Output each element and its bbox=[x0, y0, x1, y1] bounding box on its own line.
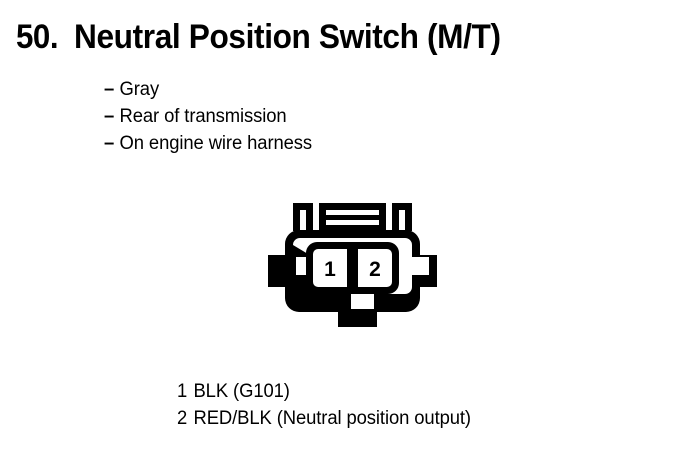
list-item: –Gray bbox=[104, 76, 511, 103]
page-title: 50. Neutral Position Switch (M/T) bbox=[16, 18, 676, 62]
connector-top-latch-icon bbox=[293, 203, 412, 231]
cavity-number-2: 2 bbox=[369, 258, 381, 281]
component-title: Neutral Position Switch (M/T) bbox=[73, 18, 501, 56]
list-item: –Rear of transmission bbox=[104, 103, 511, 130]
dash-bullet-icon: – bbox=[104, 133, 115, 154]
cavity-number-1: 1 bbox=[324, 258, 336, 281]
list-item-label: Gray bbox=[119, 79, 160, 100]
list-item: –On engine wire harness bbox=[104, 130, 511, 157]
pin-legend-number: 2 bbox=[177, 408, 188, 429]
list-item-label: On engine wire harness bbox=[119, 133, 313, 154]
connector-cavity-block bbox=[306, 242, 399, 294]
dash-bullet-icon: – bbox=[104, 79, 115, 100]
connector-diagram: 1 2 bbox=[255, 196, 450, 348]
item-number: 50. bbox=[16, 18, 59, 56]
dash-bullet-icon: – bbox=[104, 106, 115, 127]
pin-legend-text: RED/BLK (Neutral position output) bbox=[193, 408, 471, 429]
pin-legend-text: BLK (G101) bbox=[193, 381, 290, 402]
connector-face-view-svg: 1 2 bbox=[268, 203, 437, 327]
list-item-label: Rear of transmission bbox=[119, 106, 287, 127]
component-details-list: –Gray –Rear of transmission –On engine w… bbox=[104, 76, 524, 157]
pin-legend-number: 1 bbox=[177, 381, 188, 402]
connector-outer-shell bbox=[268, 230, 437, 327]
